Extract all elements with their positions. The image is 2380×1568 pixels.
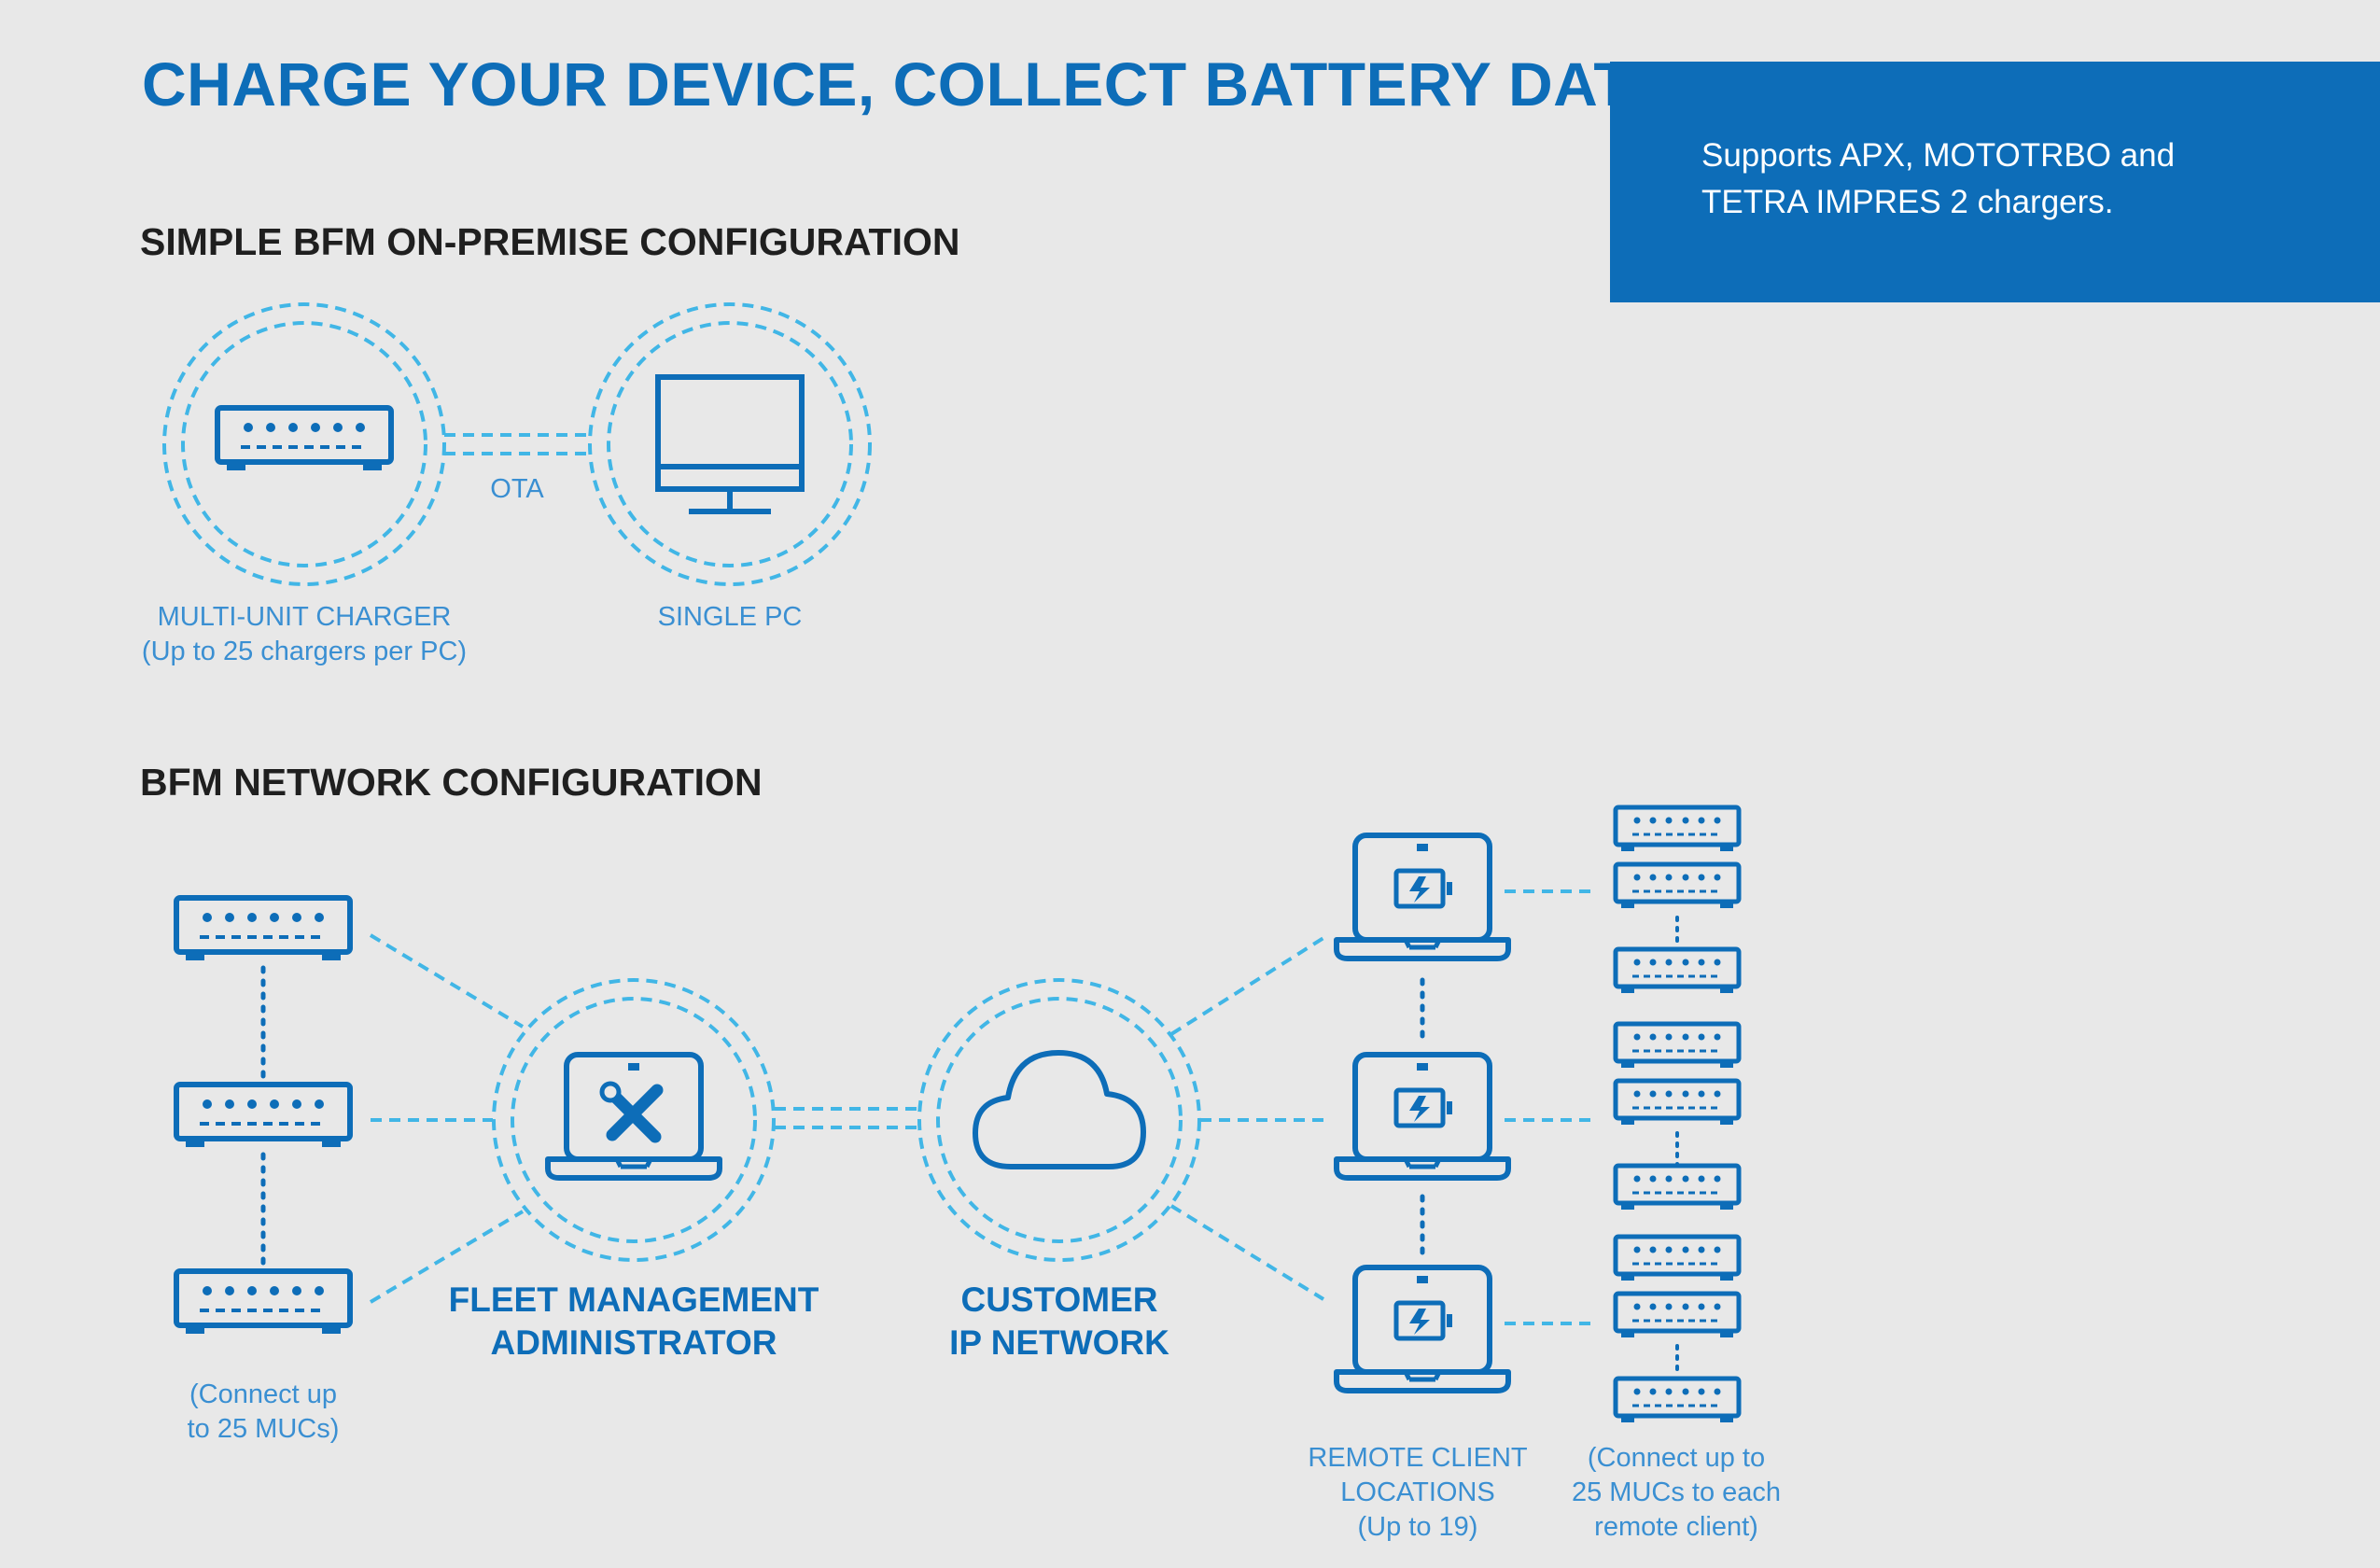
remote-label-line1: REMOTE CLIENT [1308,1443,1528,1473]
single-pc-label: SINGLE PC [657,602,803,632]
multi-unit-charger-icon [1616,1237,1739,1281]
fleet-label-line1: FLEET MANAGEMENT [448,1281,819,1319]
laptop-battery-icon [1337,1267,1508,1391]
page-title: CHARGE YOUR DEVICE, COLLECT BATTERY DATA [142,49,1673,119]
multi-unit-charger-icon [1616,1024,1739,1068]
customer-network-label: CUSTOMER IP NETWORK [919,1279,1199,1365]
network-label-line1: CUSTOMER [960,1281,1158,1319]
charger-label-line1: MULTI-UNIT CHARGER [157,602,452,632]
charger-label-line2: (Up to 25 chargers per PC) [141,637,468,666]
multi-unit-charger-icon [176,898,350,960]
charger-label: MULTI-UNIT CHARGER (Up to 25 chargers pe… [118,600,491,669]
remote-mucs-line3: remote client) [1594,1512,1758,1542]
monitor-icon [655,374,805,514]
remote-muc-group-3 [1616,1237,1739,1422]
multi-unit-charger-icon [1616,949,1739,993]
laptop-tools-icon [545,1052,722,1181]
info-box-text: Supports APX, MOTOTRBO and TETRA IMPRES … [1701,137,2176,220]
remote-label-line3: (Up to 19) [1357,1512,1478,1542]
multi-unit-charger-icon [217,408,391,470]
remote-label-line2: LOCATIONS [1340,1477,1495,1507]
mucs-label: (Connect up to 25 MUCs) [123,1378,403,1447]
fleet-label-line2: ADMINISTRATOR [490,1323,777,1362]
remote-client-stack [1337,835,1508,1391]
network-label-line2: IP NETWORK [949,1323,1169,1362]
multi-unit-charger-icon [176,1085,350,1147]
multi-unit-charger-icon [1616,864,1739,908]
remote-muc-group-1 [1616,807,1739,993]
multi-unit-charger-icon [176,1271,350,1334]
fleet-management-label: FLEET MANAGEMENT ADMINISTRATOR [447,1279,820,1365]
remote-mucs-line2: 25 MUCs to each [1571,1477,1782,1507]
multi-unit-charger-icon [1616,1294,1739,1337]
remote-muc-group-2 [1616,1024,1739,1210]
mucs-label-line2: to 25 MUCs) [187,1414,340,1444]
multi-unit-charger-icon [1616,1379,1739,1422]
cloud-icon [973,1050,1146,1169]
remote-client-label: REMOTE CLIENT LOCATIONS (Up to 19) [1278,1441,1558,1545]
simple-config-title: SIMPLE BFM ON-PREMISE CONFIGURATION [140,220,960,263]
mucs-label-line1: (Connect up [189,1379,337,1409]
network-config-title: BFM NETWORK CONFIGURATION [140,761,763,804]
simple-config-diagram [162,302,872,586]
remote-mucs-label: (Connect up to 25 MUCs to each remote cl… [1536,1441,1816,1545]
multi-unit-charger-icon [1616,807,1739,851]
remote-mucs-line1: (Connect up to [1587,1443,1766,1473]
multi-unit-charger-icon [1616,1081,1739,1125]
laptop-battery-icon [1337,835,1508,959]
info-box: Supports APX, MOTOTRBO and TETRA IMPRES … [1610,62,2380,302]
multi-unit-charger-icon [1616,1166,1739,1210]
laptop-battery-icon [1337,1055,1508,1178]
muc-stack-left [176,898,350,1334]
ota-label: OTA [490,474,544,504]
network-config-diagram [176,807,1739,1422]
